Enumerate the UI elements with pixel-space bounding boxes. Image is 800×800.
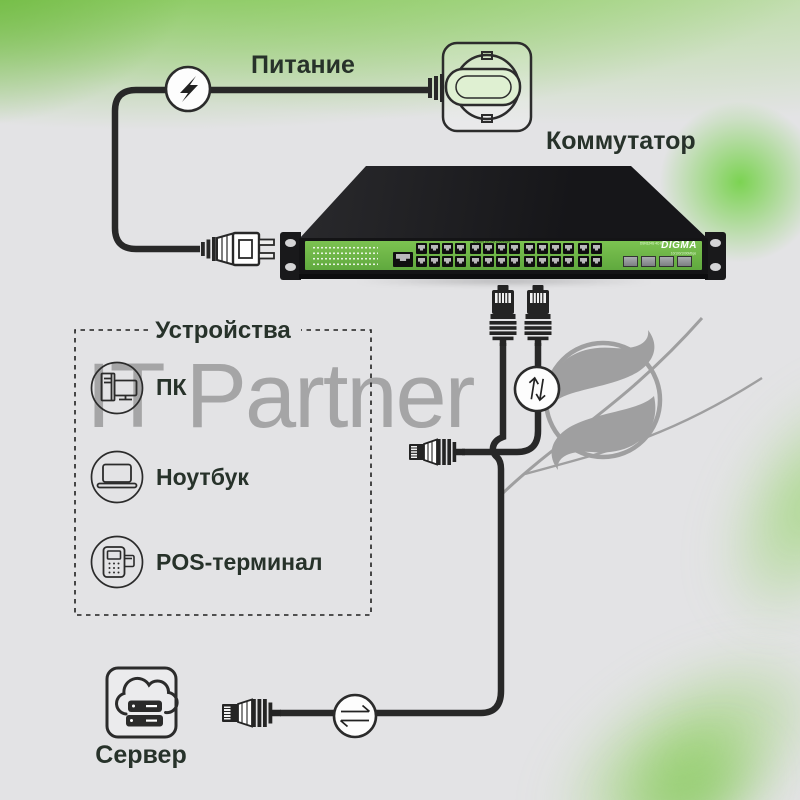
console-port xyxy=(393,252,413,267)
rj45-port xyxy=(563,256,574,267)
rj45-port xyxy=(524,243,535,254)
lightning-badge xyxy=(164,65,212,113)
updown-arrows-icon xyxy=(528,376,546,402)
rj45-port-group xyxy=(470,243,520,268)
rj45-connector-left-server xyxy=(222,698,281,728)
watermark-text: IT Partner xyxy=(86,345,475,447)
rj45-port xyxy=(470,243,481,254)
rj45-port xyxy=(537,256,548,267)
rj45-port xyxy=(429,256,440,267)
rj45-port xyxy=(578,243,589,254)
brand-logo-text: DIGMA xyxy=(661,241,697,251)
switch-front-bezel: Gigabit 10/100/1000Mbps DSN124G 4C-8 DIG… xyxy=(299,238,708,274)
power-cable xyxy=(111,86,431,253)
pos-terminal-item-icon xyxy=(90,535,144,589)
rj45-port xyxy=(509,256,520,267)
power-label: Питание xyxy=(251,51,355,79)
server-cable xyxy=(280,343,507,717)
pos-label: POS-терминал xyxy=(156,549,323,575)
rack-ear-hole xyxy=(710,263,721,271)
devices-box-border xyxy=(74,329,372,616)
switch-label: Коммутатор xyxy=(546,127,696,155)
rj45-port xyxy=(578,256,589,267)
sfp-ports xyxy=(623,256,692,267)
server-label: Сервер xyxy=(95,741,187,769)
power-plug-icon xyxy=(201,231,275,267)
led-indicators xyxy=(312,245,378,267)
switch-front-panel: Gigabit 10/100/1000Mbps DSN124G 4C-8 DIG… xyxy=(305,241,702,270)
lightning-bolt-icon xyxy=(180,76,198,102)
rj45-port xyxy=(429,243,440,254)
rj45-port xyxy=(591,243,602,254)
rj45-port xyxy=(509,243,520,254)
updown-arrows-badge xyxy=(513,365,561,413)
switch-bottom-lip xyxy=(299,274,708,279)
pc-item-icon xyxy=(90,361,144,415)
rj45-port xyxy=(442,256,453,267)
rj45-port xyxy=(496,243,507,254)
rj45-port xyxy=(483,243,494,254)
cloud-server-icon xyxy=(105,666,179,739)
rack-ear-hole xyxy=(285,263,296,271)
rj45-port-group xyxy=(416,243,466,268)
rj45-port xyxy=(550,243,561,254)
rj45-port xyxy=(416,243,427,254)
model-text: DSN124G 4C-8 xyxy=(639,242,662,246)
rack-ear-hole xyxy=(710,239,721,247)
leftright-arrows-icon xyxy=(339,704,371,728)
wall-outlet-icon xyxy=(428,41,533,133)
sfp-port xyxy=(659,256,674,267)
switch-top-face xyxy=(299,166,708,239)
rj45-port xyxy=(455,256,466,267)
sfp-port xyxy=(623,256,638,267)
rj45-port-groups xyxy=(416,243,602,268)
rj45-port xyxy=(524,256,535,267)
rj45-connector-left-devices xyxy=(409,438,465,466)
rj45-port xyxy=(563,243,574,254)
devices-title: Устройства xyxy=(155,317,291,344)
rj45-port-group xyxy=(578,243,602,268)
rj45-port xyxy=(442,243,453,254)
switch-device: Gigabit 10/100/1000Mbps DSN124G 4C-8 DIG… xyxy=(280,162,726,287)
pc-label: ПК xyxy=(156,374,187,400)
leftright-arrows-badge xyxy=(332,693,378,739)
rack-ear-right xyxy=(705,232,726,280)
ports-label-text: Gigabit 10/100/1000Mbps xyxy=(473,241,511,244)
rj45-port xyxy=(483,256,494,267)
devices-cable xyxy=(462,343,542,456)
rj45-port xyxy=(416,256,427,267)
rj45-connector-up xyxy=(489,285,517,346)
rack-ear-hole xyxy=(285,239,296,247)
laptop-label: Ноутбук xyxy=(156,464,249,490)
panel-note-text: 10/100/1000Mbps xyxy=(670,252,696,256)
rj45-port xyxy=(455,243,466,254)
rj45-port xyxy=(470,256,481,267)
rj45-connector-up xyxy=(524,285,552,346)
laptop-item-icon xyxy=(90,450,144,504)
sfp-port xyxy=(677,256,692,267)
rj45-port xyxy=(537,243,548,254)
rj45-port xyxy=(591,256,602,267)
rj45-port xyxy=(496,256,507,267)
rj45-port xyxy=(550,256,561,267)
rack-ear-left xyxy=(280,232,301,280)
sfp-port xyxy=(641,256,656,267)
rj45-port-group xyxy=(524,243,574,268)
